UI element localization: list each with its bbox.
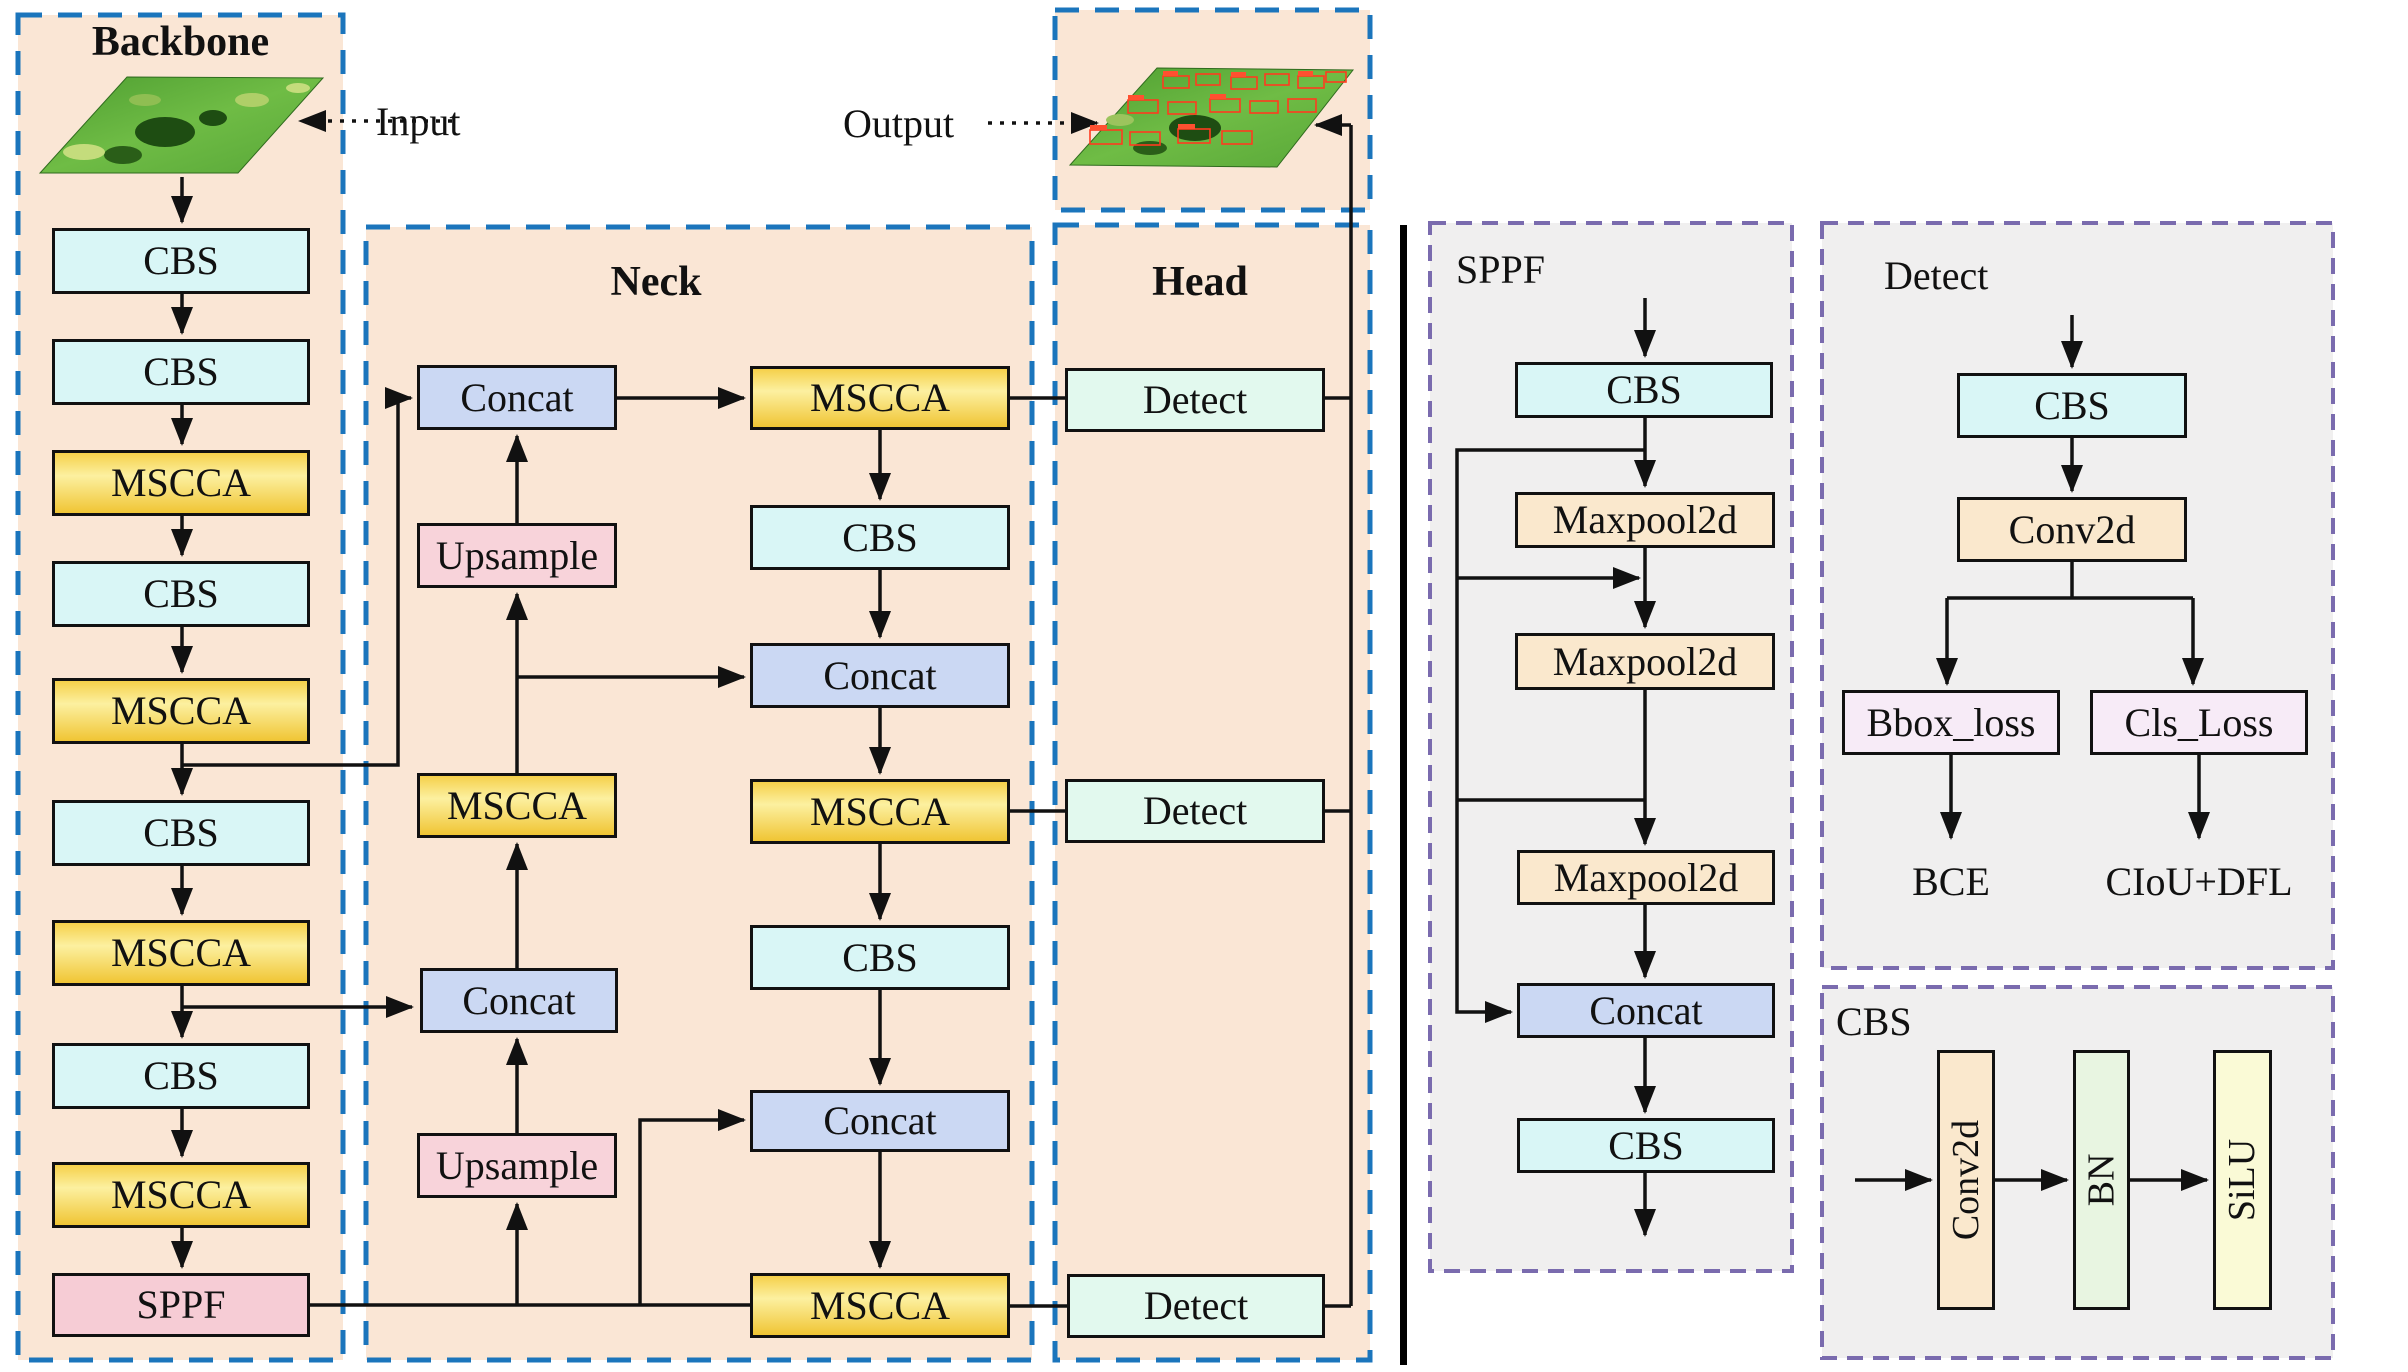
head-connectors [1010,114,1353,1308]
cbs-silu: SiLU [2213,1050,2272,1310]
backbone-mscca-3: MSCCA [52,920,310,986]
backbone-cbs-1: CBS [52,228,310,294]
neck-mscca-p5: MSCCA [750,1273,1010,1338]
detect-bce-label: BCE [1912,859,1990,904]
sppf-connectors [1455,298,1656,1237]
backbone-mscca-4: MSCCA [52,1162,310,1228]
head-title: Head [1152,259,1248,305]
sppf-panel-title: SPPF [1456,247,1545,292]
head-detect-2: Detect [1065,779,1325,843]
input-image [38,76,325,174]
backbone-sppf: SPPF [52,1273,310,1337]
neck-upsample-top: Upsample [417,523,617,588]
backbone-cbs-3: CBS [52,561,310,627]
detect-detail-panel [1820,221,2335,970]
neck-connectors [506,387,891,1269]
head-detect-3: Detect [1067,1274,1325,1338]
detect-panel-title: Detect [1884,253,1989,298]
neck-mscca-p3: MSCCA [750,366,1010,430]
neck-mscca-left: MSCCA [417,773,617,838]
neck-concat-p4: Concat [750,643,1010,708]
backbone-mscca-2: MSCCA [52,678,310,744]
cbs-silu-label: SiLU [2221,1138,2264,1222]
sppf-maxpool-3: Maxpool2d [1517,850,1775,905]
detect-cbs: CBS [1957,373,2187,438]
output-image [1068,67,1355,168]
cbs-conv2d-label: Conv2d [1945,1119,1988,1241]
neck-cbs-2: CBS [750,925,1010,990]
backbone-cbs-5: CBS [52,1043,310,1109]
sppf-cbs-bottom: CBS [1517,1118,1775,1173]
backbone-cbs-2: CBS [52,339,310,405]
input-label: Input [376,99,461,144]
neck-concat-p5: Concat [750,1090,1010,1152]
neck-cbs-1: CBS [750,505,1010,570]
neck-upsample-bottom: Upsample [417,1133,617,1198]
backbone-cbs-4: CBS [52,800,310,866]
section-divider [1400,225,1407,1365]
output-label: Output [843,101,955,146]
io-arrows [298,110,1099,134]
cbs-bn: BN [2073,1050,2130,1310]
neck-title: Neck [610,259,702,305]
sppf-maxpool-2: Maxpool2d [1515,633,1775,690]
backbone-title: Backbone [91,19,270,65]
neck-concat-top: Concat [417,365,617,430]
sppf-concat: Concat [1517,983,1775,1038]
backbone-connectors [171,177,750,1307]
detect-bbox-loss: Bbox_loss [1842,690,2060,755]
cbs-conv2d: Conv2d [1937,1050,1995,1310]
sppf-cbs-top: CBS [1515,362,1773,418]
cbs-panel-title: CBS [1836,999,1912,1044]
neck-mscca-p4: MSCCA [750,779,1010,844]
detection-labels [1090,71,1313,130]
detect-ciou-dfl-label: CIoU+DFL [2105,859,2293,904]
detect-connectors [1936,315,2210,840]
head-detect-1: Detect [1065,368,1325,432]
neck-concat-mid: Concat [420,968,618,1033]
backbone-mscca-1: MSCCA [52,450,310,516]
cbs-bn-label: BN [2080,1153,2123,1207]
sppf-maxpool-1: Maxpool2d [1515,492,1775,548]
detect-conv2d: Conv2d [1957,497,2187,562]
detect-cls-loss: Cls_Loss [2090,690,2308,755]
